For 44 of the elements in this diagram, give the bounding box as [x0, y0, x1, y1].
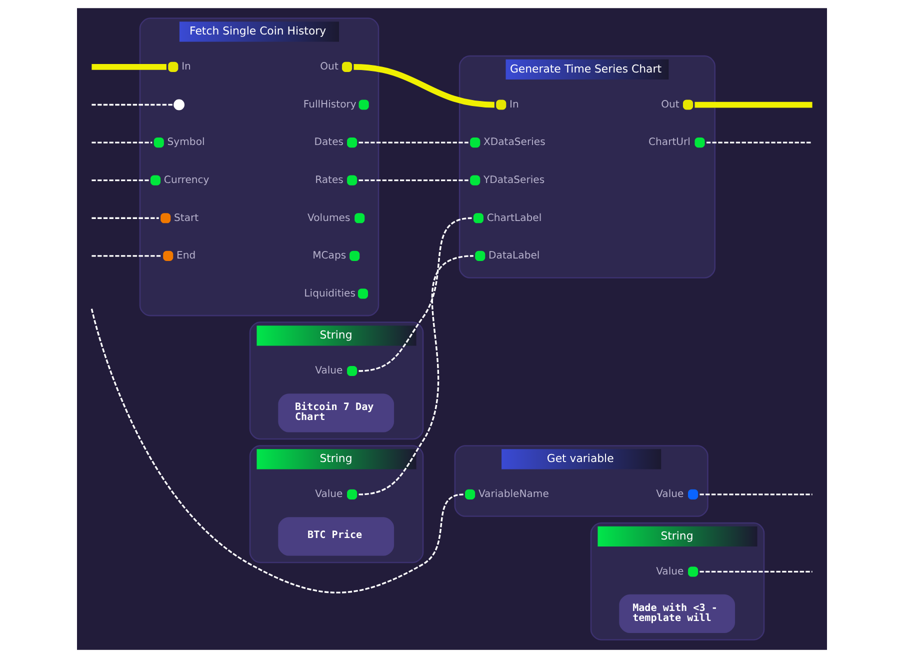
node-label: DataLabel [488, 250, 540, 262]
node-label: Value [315, 366, 343, 377]
node-label: VariableName [478, 489, 549, 500]
node-label: YDataSeries [483, 174, 545, 186]
node-label: In [182, 62, 191, 73]
node-label: Rates [315, 174, 344, 186]
node-label: End [176, 250, 196, 262]
connector [358, 217, 472, 372]
node-label: Value [656, 489, 684, 500]
connector [92, 104, 174, 106]
node-box: Made with <3 - template will [619, 594, 736, 634]
node-label: In [510, 99, 519, 110]
connector [700, 494, 812, 496]
connector [92, 255, 162, 257]
connector [358, 255, 474, 496]
node-label: Volumes [308, 212, 350, 224]
node-box: Bitcoin 7 Day Chart [278, 394, 394, 432]
connector [706, 142, 812, 144]
connector [92, 180, 149, 182]
node-label: Value [656, 566, 684, 578]
node-label: MCaps [312, 250, 346, 262]
connector [358, 142, 468, 144]
node-box: BTC Price [278, 517, 394, 556]
connector [92, 64, 166, 70]
node-label: FullHistory [303, 99, 356, 110]
connector [92, 142, 152, 144]
node-label: Out [320, 62, 338, 73]
connector [358, 180, 468, 182]
connector [700, 570, 812, 573]
node-label: Out [661, 99, 680, 110]
node-label: Dates [314, 137, 344, 148]
connector [694, 102, 812, 108]
node-label: Liquidities [304, 288, 356, 300]
node-label: Currency [164, 174, 210, 186]
node-label: Start [174, 212, 199, 224]
connector [354, 64, 495, 108]
node-label: Symbol [167, 137, 205, 148]
node-label: ChartUrl [648, 137, 690, 148]
node-circle [174, 99, 184, 110]
node-label: Value [315, 489, 343, 500]
connector [92, 217, 159, 219]
node-label: XDataSeries [483, 137, 546, 148]
node-label: ChartLabel [486, 212, 542, 224]
connector [90, 308, 464, 594]
